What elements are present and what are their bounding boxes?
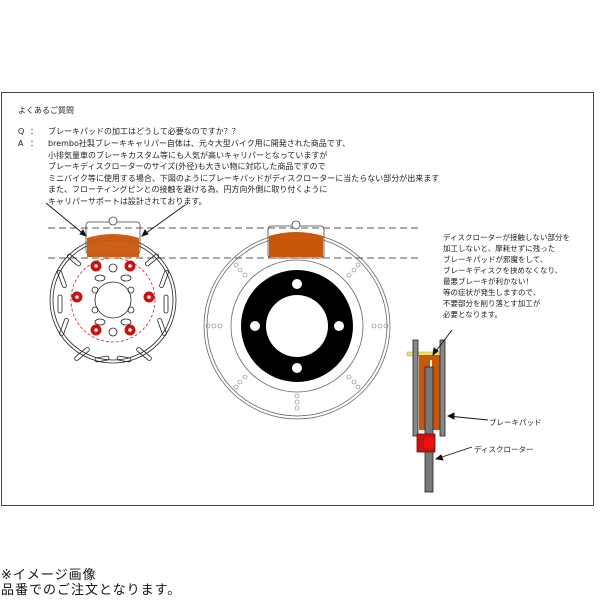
disc-rotor-label: ディスクローター	[474, 445, 534, 454]
side-note: ディスクローターが接触しない部分を 加工しないと、摩耗せずに残った ブレーキパッ…	[443, 232, 570, 320]
answer-line: また、フローティングピンとの接触を避ける為、円方向外側に取り付くように	[48, 185, 328, 194]
footer-note: ※イメージ画像 品番でのご注文となります。	[1, 568, 181, 598]
backing-plate-left	[412, 339, 419, 437]
answer-line: brembo社製ブレーキキャリパー自体は、元々大型バイク用に開発された商品です、	[48, 139, 351, 148]
pointer-arrows	[45, 202, 186, 237]
order-note: 品番でのご注文となります。	[1, 583, 182, 598]
question-separator: ：	[30, 127, 38, 136]
answer-line: ブレーキディスクローターのサイズ(外径)も大きい物に対応した商品ですので	[48, 162, 326, 171]
side-note-line: ディスクローターが接触しない部分を	[443, 233, 570, 242]
brake-pad-middle	[269, 232, 323, 257]
faq-question: Q ： ブレーキパッドの加工はどうして必要なのですか？？	[18, 126, 240, 138]
rotor-inner-holes	[91, 263, 135, 337]
rotor-drill-holes	[205, 262, 389, 411]
faq-answer: A ： brembo社製ブレーキキャリパー自体は、元々大型バイク用に開発された商品で…	[18, 138, 439, 207]
content-frame	[1, 92, 594, 506]
side-note-line: ブレーキディスクを挟めなくなり、	[443, 266, 563, 275]
backing-plate-right	[439, 339, 446, 437]
question-text: ブレーキパッドの加工はどうして必要なのですか？？	[48, 127, 240, 136]
side-note-line: ブレーキパッドが邪魔をして、	[443, 255, 548, 264]
brake-pad-left	[87, 234, 139, 257]
faq-title: よくあるご質問	[18, 106, 74, 115]
brake-pad-label: ブレーキパッド	[489, 418, 542, 427]
side-note-line: 等の症状が発生しますので、	[443, 288, 541, 297]
disc-rotor-section	[424, 366, 434, 493]
answer-line: キャリパーサポートは設計されております。	[48, 196, 207, 206]
answer-line: 小排気量車のブレーキカスタム等にも人気が高いキャリパーとなっていますが	[48, 150, 328, 160]
large-disc-rotor	[203, 232, 391, 420]
guide-lines	[48, 227, 420, 259]
side-note-line: 必要となります。	[443, 310, 503, 319]
section-arrows	[432, 329, 489, 461]
side-note-line: 不要部分を削り落とす加工が	[443, 299, 541, 308]
answer-separator: ：	[30, 139, 38, 148]
cross-section	[406, 339, 446, 493]
answer-label: A	[18, 139, 24, 148]
rotor-slots	[57, 253, 169, 363]
question-label: Q	[18, 127, 25, 136]
side-note-line: 加工しないと、摩耗せずに残った	[443, 244, 556, 253]
side-note-line: 最悪ブレーキが利かない！	[443, 277, 533, 286]
image-note: ※イメージ画像	[1, 568, 97, 583]
answer-line: ミニバイク等に使用する場合、下図のようにブレーキパッドがディスクローターに当たら…	[48, 173, 440, 183]
